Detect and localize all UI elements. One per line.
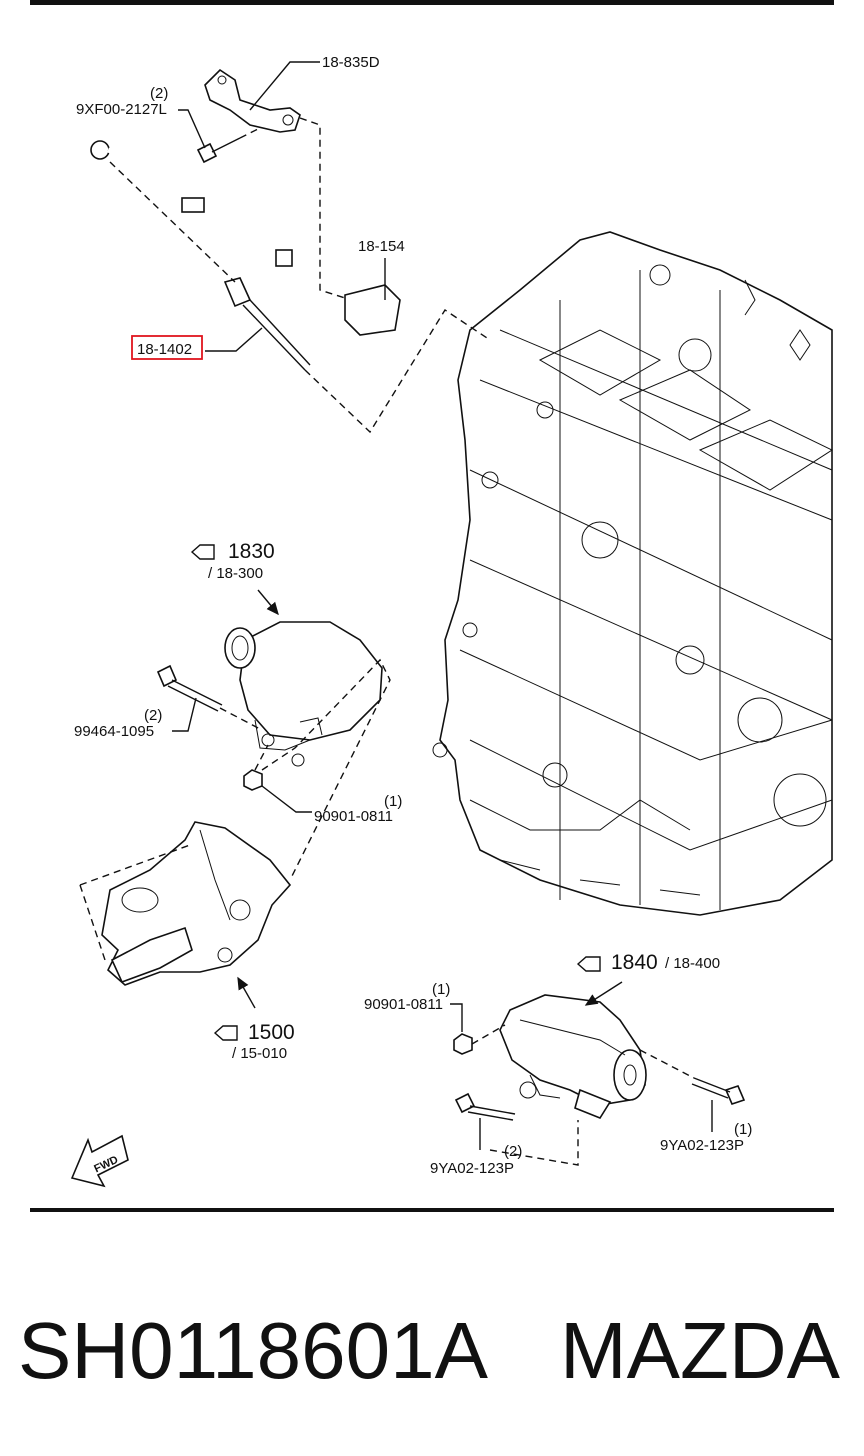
callout-bolt-top-part[interactable]: 9XF00-2127L xyxy=(76,101,167,118)
callout-alt-bolt-part[interactable]: 99464-1095 xyxy=(74,723,154,740)
part-number-code: SH0118601A xyxy=(18,1306,488,1395)
bolt-icon xyxy=(196,137,241,164)
top-rule xyxy=(30,0,834,5)
callout-alternator-ref[interactable]: 1830 xyxy=(228,540,275,563)
nut-icon xyxy=(243,769,263,791)
callout-bracket-part[interactable]: 18-835D xyxy=(322,54,380,71)
bolt-icon xyxy=(454,1092,516,1121)
bolt-icon xyxy=(691,1077,746,1105)
callout-starter-nut-part[interactable]: 90901-0811 xyxy=(364,996,443,1013)
bottom-rule xyxy=(30,1208,834,1212)
starter-motor-part xyxy=(499,994,647,1119)
callout-alt-nut-qty: (1) xyxy=(384,793,402,810)
bolt-icon xyxy=(156,664,223,712)
glow-plug-part xyxy=(223,277,311,371)
callout-starter-nut-qty: (1) xyxy=(432,981,450,998)
footer: SH0118601A MAZDA xyxy=(0,1296,864,1406)
nut-icon xyxy=(453,1033,473,1055)
callout-alt-bolt-qty: (2) xyxy=(144,707,162,724)
glow-plug-highlight-box xyxy=(131,335,203,360)
callout-starter-ref[interactable]: 1840 xyxy=(611,951,658,974)
group-icon-thermostat xyxy=(213,1025,238,1041)
callout-alt-nut-part[interactable]: 90901-0811 xyxy=(314,808,393,825)
thermostat-housing-part xyxy=(101,821,292,986)
callout-bolt-top-qty: (2) xyxy=(150,85,168,102)
engine-block-illustration xyxy=(432,231,834,916)
callout-starter-bolt-right-qty: (1) xyxy=(734,1121,752,1138)
callout-starter-bolt-left-qty: (2) xyxy=(504,1143,522,1160)
callout-alternator-sub: / 18-300 xyxy=(208,565,263,582)
brand-name: MAZDA xyxy=(560,1306,840,1395)
callout-thermostat-ref[interactable]: 1500 xyxy=(248,1021,295,1044)
bracket-part xyxy=(204,68,301,133)
harness-part xyxy=(90,140,401,336)
group-icon-starter xyxy=(576,956,601,972)
callout-glow-plug-part[interactable]: 18-1402 xyxy=(137,341,192,358)
callout-harness-part[interactable]: 18-154 xyxy=(358,238,405,255)
fwd-arrow-icon: FWD xyxy=(70,1134,129,1188)
callout-starter-bolt-right-part[interactable]: 9YA02-123P xyxy=(660,1137,744,1154)
group-icon-alternator xyxy=(190,544,215,560)
callout-starter-sub: / 18-400 xyxy=(665,955,720,972)
alternator-part xyxy=(224,621,383,767)
callout-starter-bolt-left-part[interactable]: 9YA02-123P xyxy=(430,1160,514,1177)
callout-thermostat-sub: / 15-010 xyxy=(232,1045,287,1062)
